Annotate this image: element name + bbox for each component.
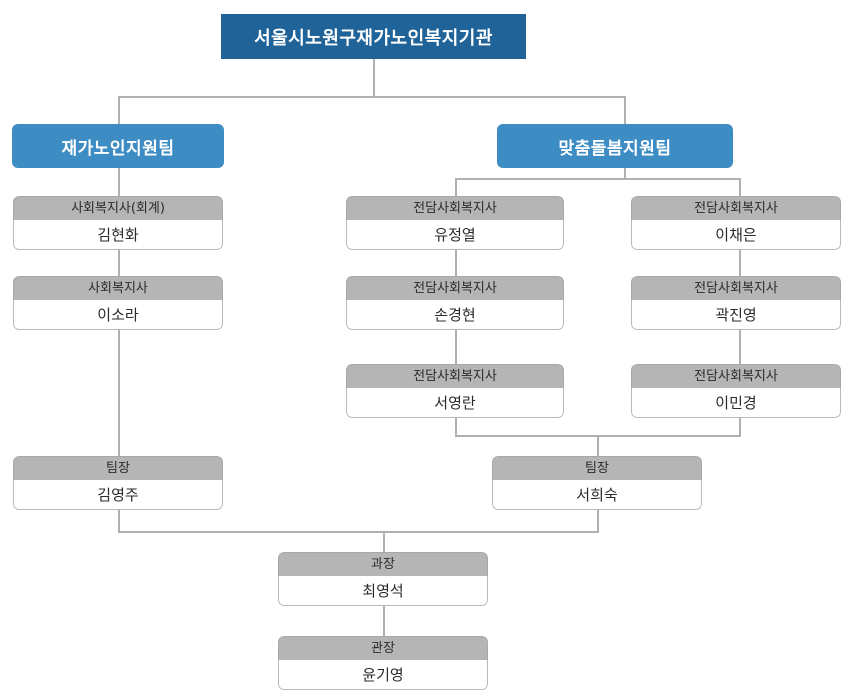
team-leader-card[interactable]: 팀장 김영주 bbox=[13, 456, 223, 510]
person-card-title: 사회복지사(회계) bbox=[13, 196, 223, 220]
manager-card[interactable]: 과장 최영석 bbox=[278, 552, 488, 606]
team-leader-name: 서희숙 bbox=[492, 480, 702, 510]
team-leader-title: 팀장 bbox=[13, 456, 223, 480]
connector-leader-left-down bbox=[118, 510, 120, 532]
person-card-name: 서영란 bbox=[346, 388, 564, 418]
director-name: 윤기영 bbox=[278, 660, 488, 690]
manager-name: 최영석 bbox=[278, 576, 488, 606]
connector-manager-to-director bbox=[383, 606, 385, 636]
person-card-name: 유정열 bbox=[346, 220, 564, 250]
person-card[interactable]: 전담사회복지사 이민경 bbox=[631, 364, 841, 418]
connector-merge-to-manager bbox=[383, 531, 385, 552]
person-card-name: 이민경 bbox=[631, 388, 841, 418]
connector-to-team-custom-care bbox=[624, 96, 626, 124]
connector-leader-right-down bbox=[597, 510, 599, 532]
connector-leaders-merge-bar bbox=[118, 531, 599, 533]
connector-home-care-down bbox=[118, 168, 120, 196]
person-card[interactable]: 전담사회복지사 곽진영 bbox=[631, 276, 841, 330]
person-card-name: 김현화 bbox=[13, 220, 223, 250]
connector-mid-card1-card2 bbox=[455, 250, 457, 276]
org-root-label: 서울시노원구재가노인복지기관 bbox=[254, 27, 493, 49]
person-card-title: 전담사회복지사 bbox=[631, 364, 841, 388]
connector-right-card1-card2 bbox=[739, 250, 741, 276]
person-card[interactable]: 사회복지사(회계) 김현화 bbox=[13, 196, 223, 250]
team-label-custom-care: 맞춤돌봄지원팀 bbox=[558, 138, 672, 159]
person-card[interactable]: 전담사회복지사 서영란 bbox=[346, 364, 564, 418]
connector-to-middle-column bbox=[455, 178, 457, 196]
person-card-title: 전담사회복지사 bbox=[631, 196, 841, 220]
person-card-title: 전담사회복지사 bbox=[346, 276, 564, 300]
person-card-title: 전담사회복지사 bbox=[631, 276, 841, 300]
director-title: 관장 bbox=[278, 636, 488, 660]
connector-merge-to-leader-right bbox=[597, 435, 599, 456]
person-card[interactable]: 전담사회복지사 이채은 bbox=[631, 196, 841, 250]
connector-left-card2-leader bbox=[118, 330, 120, 456]
connector-right-card2-card3 bbox=[739, 330, 741, 364]
person-card[interactable]: 사회복지사 이소라 bbox=[13, 276, 223, 330]
connector-root-branch-bar bbox=[118, 96, 626, 98]
person-card[interactable]: 전담사회복지사 유정열 bbox=[346, 196, 564, 250]
person-card-name: 이채은 bbox=[631, 220, 841, 250]
team-label-home-care: 재가노인지원팀 bbox=[61, 138, 175, 159]
connector-to-team-home-care bbox=[118, 96, 120, 124]
connector-root-down bbox=[373, 59, 375, 97]
team-box-home-care[interactable]: 재가노인지원팀 bbox=[12, 124, 224, 168]
person-card-title: 전담사회복지사 bbox=[346, 196, 564, 220]
connector-custom-care-down bbox=[624, 168, 626, 180]
team-leader-title: 팀장 bbox=[492, 456, 702, 480]
team-leader-card[interactable]: 팀장 서희숙 bbox=[492, 456, 702, 510]
team-leader-name: 김영주 bbox=[13, 480, 223, 510]
connector-to-right-column bbox=[739, 178, 741, 196]
person-card-title: 사회복지사 bbox=[13, 276, 223, 300]
org-root-box[interactable]: 서울시노원구재가노인복지기관 bbox=[221, 14, 526, 59]
connector-left-card1-card2 bbox=[118, 250, 120, 276]
connector-mid-card3-merge bbox=[455, 418, 457, 436]
connector-custom-care-branch-bar bbox=[455, 178, 740, 180]
director-card[interactable]: 관장 윤기영 bbox=[278, 636, 488, 690]
person-card-title: 전담사회복지사 bbox=[346, 364, 564, 388]
manager-title: 과장 bbox=[278, 552, 488, 576]
person-card[interactable]: 전담사회복지사 손경현 bbox=[346, 276, 564, 330]
person-card-name: 이소라 bbox=[13, 300, 223, 330]
person-card-name: 손경현 bbox=[346, 300, 564, 330]
connector-right-card3-merge bbox=[739, 418, 741, 436]
person-card-name: 곽진영 bbox=[631, 300, 841, 330]
connector-mid-card2-card3 bbox=[455, 330, 457, 364]
team-box-custom-care[interactable]: 맞춤돌봄지원팀 bbox=[497, 124, 733, 168]
